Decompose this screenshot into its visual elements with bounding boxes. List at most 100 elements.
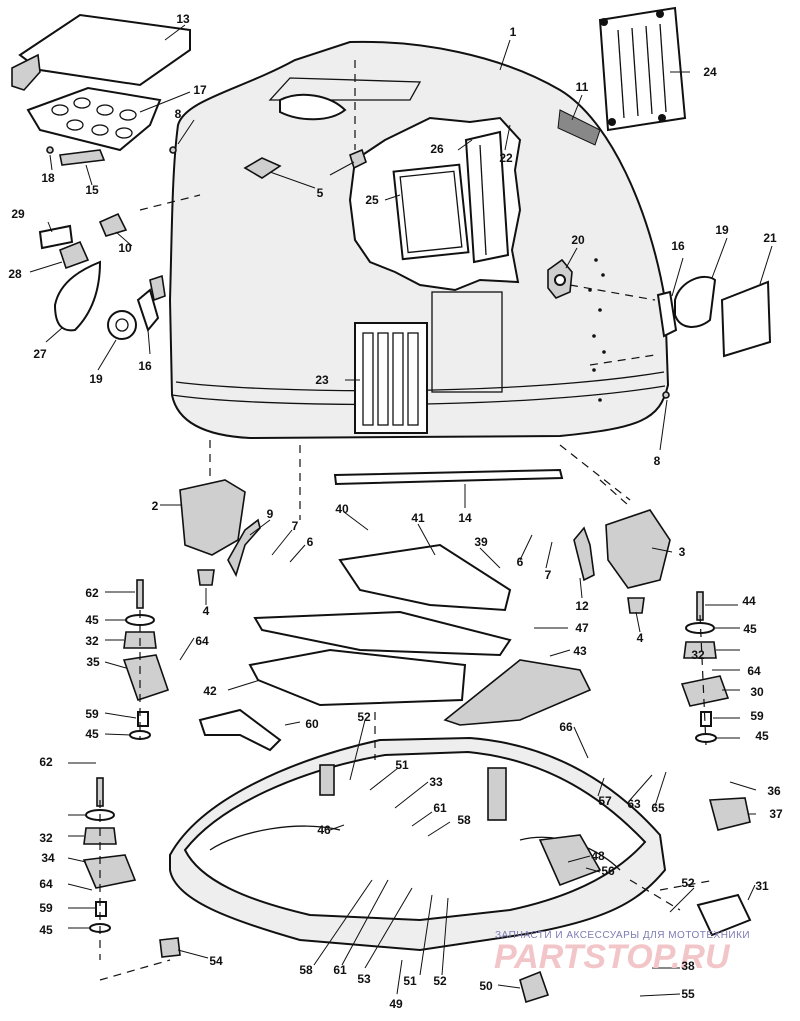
emblem-16-left (136, 288, 160, 333)
part-number-label: 63 (627, 797, 641, 811)
part-number-label: 62 (39, 755, 53, 769)
part-number-label: 19 (89, 372, 103, 386)
clip-10 (98, 212, 128, 237)
gasket-41-lower (253, 610, 512, 657)
part-number-label: 59 (39, 901, 53, 915)
part-number-label: 13 (176, 12, 190, 26)
part-37 (708, 797, 751, 831)
part-number-label: 2 (152, 499, 159, 513)
part-number-label: 6 (517, 555, 524, 569)
part-number-label: 52 (433, 974, 447, 988)
screw-18 (46, 146, 54, 154)
part-number-label: 56 (601, 864, 615, 878)
top-cap-seal (26, 86, 162, 152)
part-number-label: 66 (559, 720, 573, 734)
part-number-label: 64 (747, 664, 761, 678)
strip-15 (59, 149, 106, 166)
part-number-label: 58 (457, 813, 471, 827)
part-number-label: 29 (11, 207, 25, 221)
part-number-label: 33 (429, 775, 443, 789)
leader-lines (29, 24, 773, 997)
part-number-label: 23 (315, 373, 329, 387)
part-number-label: 30 (750, 685, 764, 699)
emblem-19-left (107, 310, 137, 340)
part-number-label: 51 (395, 758, 409, 772)
part-number-label: 3 (679, 545, 686, 559)
part-number-label: 5 (317, 186, 324, 200)
part-number-label: 8 (175, 107, 182, 121)
part-number-label: 4 (203, 604, 210, 618)
plate-42 (248, 648, 467, 707)
lower-pan (169, 736, 667, 952)
part-number-label: 15 (85, 183, 99, 197)
part-number-label: 45 (39, 923, 53, 937)
part-number-label: 52 (357, 710, 371, 724)
part-number-label: 50 (479, 979, 493, 993)
top-cap (11, 13, 191, 91)
grommet-4-right (627, 597, 645, 614)
part-number-label: 20 (571, 233, 585, 247)
part-number-label: 45 (743, 622, 757, 636)
part-number-label: 59 (85, 707, 99, 721)
screw-8-right (662, 391, 670, 399)
part-number-label: 42 (203, 684, 217, 698)
part-number-label: 53 (357, 972, 371, 986)
gasket-41-upper (338, 543, 512, 612)
part-number-label: 4 (637, 631, 644, 645)
part-number-label: 26 (430, 142, 444, 156)
left-stack-upper (122, 579, 170, 740)
part-number-label: 25 (365, 193, 379, 207)
part-number-label: 46 (317, 823, 331, 837)
vent-plate-24 (598, 6, 687, 132)
part-number-label: 64 (195, 634, 209, 648)
left-stack-lower (82, 777, 137, 933)
seal-strip-14 (333, 468, 564, 486)
part-number-label: 27 (33, 347, 47, 361)
part-number-label: 19 (715, 223, 729, 237)
part-number-label: 22 (499, 151, 513, 165)
motor-cover (168, 40, 670, 440)
part-number-label: 59 (750, 709, 764, 723)
grommet-4-left (197, 569, 215, 586)
part-number-label: 21 (763, 231, 777, 245)
emblem-16-right (656, 290, 678, 338)
part-number-label: 16 (671, 239, 685, 253)
part-number-label: 45 (85, 613, 99, 627)
part-number-label: 36 (767, 784, 781, 798)
part-number-label: 49 (389, 997, 403, 1011)
part-number-label: 47 (575, 621, 589, 635)
part-number-label: 54 (209, 954, 223, 968)
clip-12 (573, 526, 595, 582)
part-number-label: 32 (691, 648, 705, 662)
assembly-lines (99, 60, 716, 981)
part-number-label: 57 (598, 794, 612, 808)
part-number-label: 45 (85, 727, 99, 741)
part-number-label: 8 (654, 454, 661, 468)
part-number-label: 17 (193, 83, 207, 97)
part-number-label: 64 (39, 877, 53, 891)
handle-60 (198, 708, 282, 752)
part-50 (519, 970, 550, 1004)
part-number-label: 39 (474, 535, 488, 549)
part-number-label: 34 (41, 851, 55, 865)
part-number-label: 16 (138, 359, 152, 373)
emblem-27 (53, 260, 102, 332)
part-number-label: 24 (703, 65, 717, 79)
part-number-label: 14 (458, 511, 472, 525)
part-number-label: 65 (651, 801, 665, 815)
part-number-label: 60 (305, 717, 319, 731)
part-number-label: 35 (86, 655, 100, 669)
part-number-label: 11 (576, 80, 589, 94)
part-number-label: 40 (335, 502, 349, 516)
cap-31 (696, 893, 752, 937)
part-number-label: 18 (41, 171, 55, 185)
clip-29 (38, 224, 74, 250)
part-number-label: 10 (118, 241, 132, 255)
part-number-label: 28 (8, 267, 22, 281)
part-number-label: 7 (545, 568, 552, 582)
watermark-text: ЗАПЧАСТИ И АКСЕССУАРЫ ДЛЯ МОТОТЕХНИКИ (495, 930, 750, 941)
part-number-label: 48 (591, 849, 605, 863)
part-number-label: 9 (267, 507, 274, 521)
